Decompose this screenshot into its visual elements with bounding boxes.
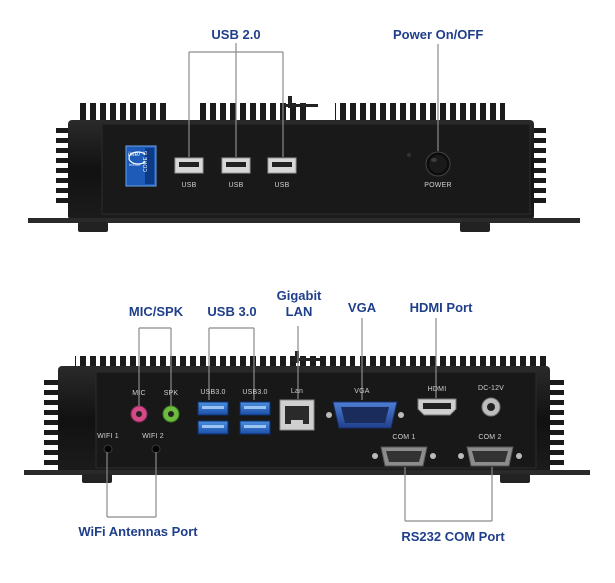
wifi-1-antenna-hole xyxy=(103,444,113,454)
usb20-port-3 xyxy=(267,157,297,174)
top-side-fins-left xyxy=(56,128,70,203)
usb20-port-2 xyxy=(221,157,251,174)
label-power: POWER xyxy=(424,182,452,189)
lan-port xyxy=(279,399,315,431)
top-foot-left xyxy=(78,222,108,232)
top-front-panel xyxy=(101,123,531,215)
label-com2: COM 2 xyxy=(478,434,502,441)
callout-power: Power On/OFF xyxy=(393,27,484,42)
vga-port xyxy=(326,401,404,429)
badge-tagline: inside xyxy=(129,162,141,167)
dc-jack xyxy=(481,397,501,417)
badge-product: CORE i5 xyxy=(143,150,149,172)
label-mic: MIC xyxy=(132,390,146,397)
top-mount-plate xyxy=(28,218,580,223)
bottom-mount-plate xyxy=(24,470,590,475)
top-rear-tab-bar xyxy=(282,104,318,107)
mic-jack xyxy=(130,405,148,423)
bottom-side-fins-right xyxy=(548,380,564,465)
label-spk: SPK xyxy=(163,390,179,397)
top-rear-tab xyxy=(288,96,292,108)
wifi-2-antenna-hole xyxy=(151,444,161,454)
callout-lan-line2: LAN xyxy=(285,304,313,319)
label-wifi1: WIFI 1 xyxy=(97,433,119,440)
top-unit xyxy=(28,43,580,232)
hdmi-port xyxy=(417,398,457,416)
bottom-rear-tab xyxy=(295,351,299,363)
bottom-foot-right xyxy=(500,474,530,483)
callout-com: RS232 COM Port xyxy=(401,529,505,544)
usb30-port-stack-a xyxy=(197,401,229,435)
power-led xyxy=(407,153,411,157)
bottom-side-fins-left xyxy=(44,380,60,465)
com1-port xyxy=(372,446,436,467)
label-usb30-b: USB3.0 xyxy=(242,389,268,396)
label-hdmi: HDMI xyxy=(427,386,447,393)
callout-vga: VGA xyxy=(347,300,377,315)
callout-hdmi: HDMI Port xyxy=(409,300,473,315)
top-callout-leaders xyxy=(188,43,439,157)
label-vga: VGA xyxy=(354,388,370,395)
label-usb1: USB xyxy=(181,182,197,189)
callout-usb20: USB 2.0 xyxy=(211,27,261,42)
badge-brand: intel xyxy=(128,152,141,158)
callout-usb30: USB 3.0 xyxy=(207,304,257,319)
power-button xyxy=(425,151,451,177)
label-com1: COM 1 xyxy=(392,434,416,441)
callout-mic-spk: MIC/SPK xyxy=(128,304,184,319)
top-side-fins-right xyxy=(532,128,546,203)
label-usb3: USB xyxy=(274,182,290,189)
label-wifi2: WIFI 2 xyxy=(142,433,164,440)
label-usb2: USB xyxy=(228,182,244,189)
callout-lan-line1: Gigabit xyxy=(276,288,322,303)
bottom-foot-left xyxy=(82,474,112,483)
usb30-port-stack-b xyxy=(239,401,271,435)
label-dc: DC-12V xyxy=(477,385,505,392)
usb20-port-1 xyxy=(174,157,204,174)
top-foot-right xyxy=(460,222,490,232)
callout-wifi: WiFi Antennas Port xyxy=(78,524,198,539)
label-usb30-a: USB3.0 xyxy=(200,389,226,396)
label-lan: Lan xyxy=(290,388,304,395)
bottom-unit xyxy=(24,318,590,522)
bottom-heatsink-fins-top xyxy=(75,356,550,368)
intel-core-i5-badge xyxy=(125,145,157,187)
bottom-rear-tab-bar xyxy=(290,358,320,361)
spk-jack xyxy=(162,405,180,423)
bottom-callout-leaders xyxy=(106,318,493,522)
com2-port xyxy=(458,446,522,467)
